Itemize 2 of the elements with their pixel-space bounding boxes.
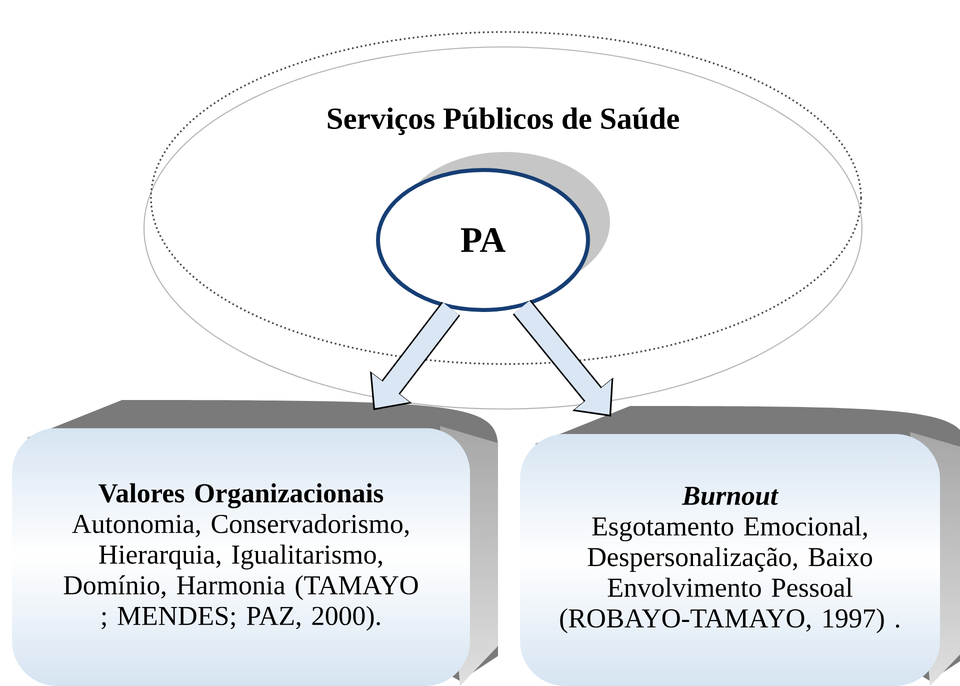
text-box: Valores Organizacionais Autonomia, Conservadorismo, Hierarquia, Igualitarismo, Domínio, Harmonia (TAMAYO ; MENDES; PAZ, 2000). bbox=[12, 400, 498, 686]
text-box: Burnout Esgotamento Emocional, Despersonalização, Baixo Envolvimento Pessoal (ROBAYO-TAMAYO, 1997) . bbox=[520, 406, 960, 686]
